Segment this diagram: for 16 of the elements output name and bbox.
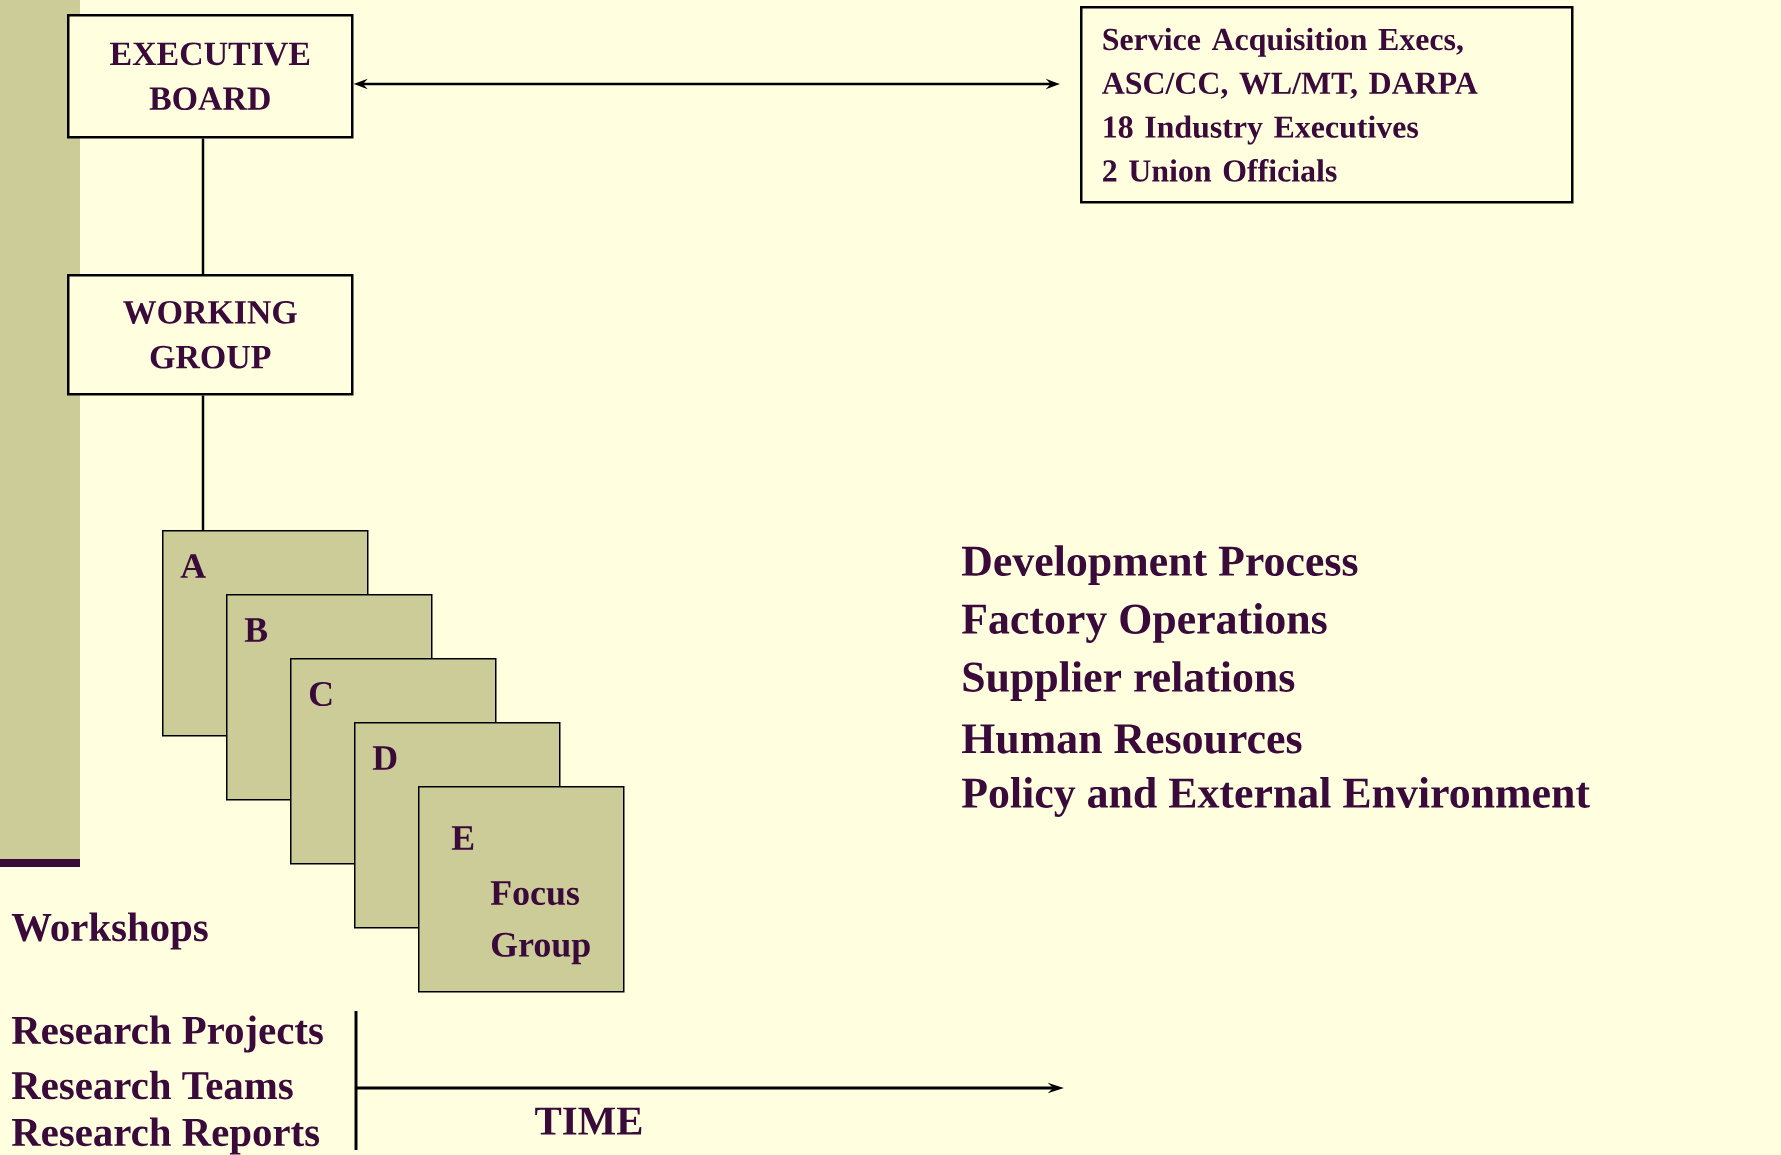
list-item: Research Projects [11, 1015, 323, 1053]
list-item: Human Resources [961, 724, 1302, 754]
focus-card: E Focus Group [418, 786, 625, 993]
connector-line [201, 395, 205, 530]
list-item: Factory Operations [961, 603, 1327, 643]
org-box: EXECUTIVE BOARD [67, 14, 354, 139]
org-box: WORKING GROUP [67, 274, 354, 396]
section-label: Workshops [11, 912, 208, 950]
connector-line [201, 138, 205, 274]
list-item: Policy and External Environment [961, 777, 1590, 817]
list-item: Research Teams [11, 1070, 293, 1100]
axis-label: TIME [535, 1107, 642, 1135]
list-item: Supplier relations [963, 661, 1295, 701]
list-item: Development Process [962, 545, 1358, 585]
member-box: Service Acquisition Execs, ASC/CC, WL/MT, DARPA 18 Industry Executives 2 Union Officials [1080, 6, 1574, 204]
list-item: Research Reports [11, 1117, 320, 1155]
